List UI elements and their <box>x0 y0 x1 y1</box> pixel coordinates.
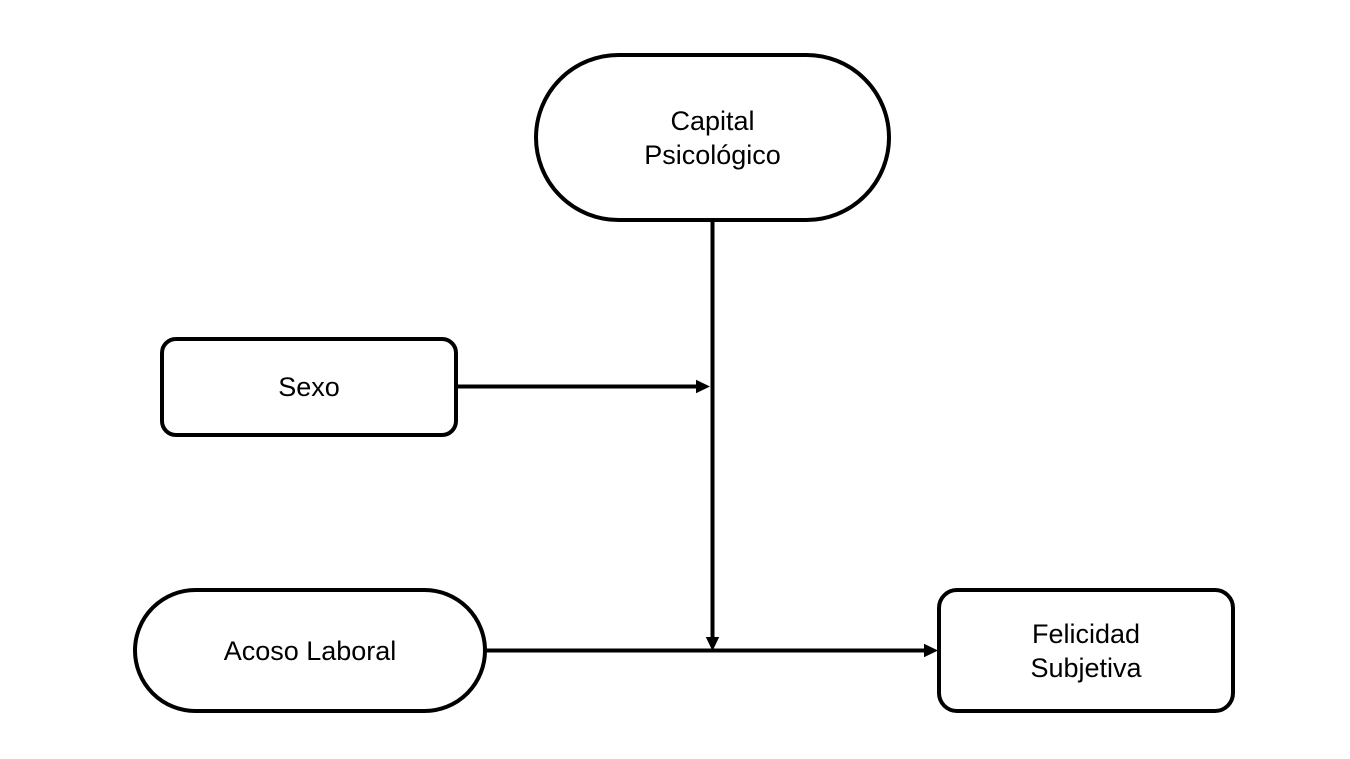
node-felicidad-subjetiva-label: Felicidad Subjetiva <box>1030 618 1142 683</box>
node-sexo-label: Sexo <box>278 372 340 402</box>
edge-acoso-to-felicidad <box>485 643 938 658</box>
node-felicidad-subjetiva: Felicidad Subjetiva <box>937 588 1235 713</box>
edge-capital-to-acoso-felicidad-path <box>705 220 720 651</box>
node-acoso-laboral: Acoso Laboral <box>133 588 487 713</box>
arrowhead-icon <box>705 637 720 651</box>
node-sexo: Sexo <box>160 337 458 437</box>
arrowhead-icon <box>924 643 938 658</box>
arrowhead-icon <box>696 379 710 394</box>
node-capital-psicologico-label: Capital Psicológico <box>644 105 781 170</box>
edge-sexo-to-capital-path <box>456 379 710 394</box>
node-acoso-laboral-label: Acoso Laboral <box>223 635 397 666</box>
node-capital-psicologico: Capital Psicológico <box>534 53 891 222</box>
